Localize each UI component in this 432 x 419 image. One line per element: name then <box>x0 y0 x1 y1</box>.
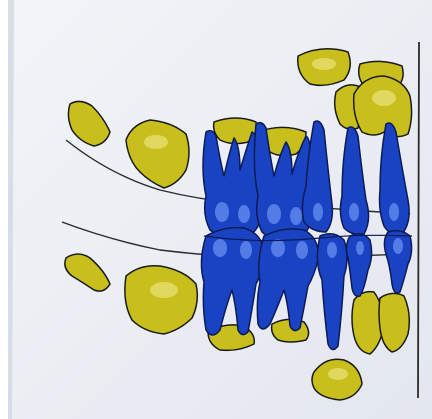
midline <box>418 42 419 398</box>
tooth-bud-upper-8 <box>354 76 412 137</box>
upper-molar-1 <box>203 131 262 238</box>
tooth-bud-lower-2 <box>125 266 197 334</box>
